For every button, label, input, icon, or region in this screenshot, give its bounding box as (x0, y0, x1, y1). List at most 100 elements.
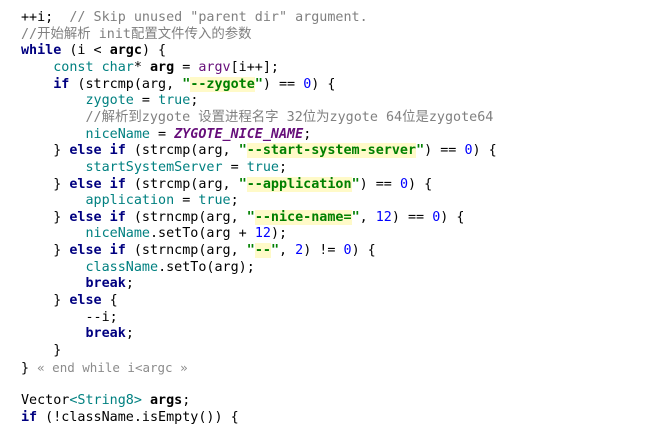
code-token (21, 326, 86, 341)
code-token: else (69, 293, 102, 309)
code-token: application (21, 193, 175, 209)
code-token: = (222, 159, 247, 175)
code-line[interactable]: //开始解析 init配置文件传入的参数 (21, 26, 252, 43)
code-token: .setTo(arg + (150, 226, 255, 242)
code-token: niceName (21, 126, 150, 142)
code-token: 0 (303, 76, 312, 92)
code-token: ); (270, 226, 288, 242)
code-line[interactable]: //解析到zygote 设置进程名字 32位为zygote 64位是zygote… (21, 109, 493, 126)
code-token: ) != (303, 243, 344, 259)
code-token: // Skip unused "parent dir" argument. (69, 10, 368, 25)
code-token: (strcmp(arg, (69, 76, 183, 92)
code-line[interactable]: zygote = true; (21, 92, 198, 109)
string-literal: "--" (246, 243, 279, 259)
code-token: ) { (311, 76, 336, 92)
code-token: break (85, 276, 126, 292)
code-token: if (53, 76, 70, 92)
code-token: else if (69, 176, 126, 192)
fold-hint: « end while i<argc » (37, 359, 188, 375)
code-line[interactable]: if (strcmp(arg, "--zygote") == 0) { (21, 76, 335, 93)
code-line[interactable]: ++i; // Skip unused "parent dir" argumen… (21, 9, 368, 26)
code-token: 12 (375, 209, 392, 225)
code-token: args (150, 392, 183, 408)
code-line[interactable]: } else if (strncmp(arg, "--", 2) != 0) { (21, 242, 376, 259)
code-token (142, 393, 150, 408)
code-line[interactable]: application = true; (21, 192, 239, 209)
code-token: } (21, 176, 70, 192)
code-line[interactable]: } else { (21, 292, 118, 309)
code-token (21, 77, 53, 92)
code-line[interactable]: } else if (strcmp(arg, "--start-system-s… (21, 142, 497, 159)
code-line[interactable]: if (!className.isEmpty()) { (21, 409, 239, 426)
code-line[interactable]: --i; (21, 309, 118, 326)
code-token: //解析到zygote 设置进程名字 32位为zygote 64位是zygote… (21, 109, 494, 125)
code-token: ) == (262, 76, 304, 92)
code-token: Vector (21, 392, 70, 408)
code-line[interactable]: } « end while i<argc » (21, 359, 188, 376)
code-token: ; (303, 126, 312, 142)
code-token: ; (230, 193, 239, 209)
code-token: ; (278, 159, 288, 175)
code-line[interactable]: niceName.setTo(arg + 12); (21, 225, 287, 242)
code-token: <String8> (69, 392, 142, 408)
code-token: 0 (343, 243, 352, 259)
code-line[interactable]: Vector<String8> args; (21, 392, 190, 409)
code-token: else if (69, 143, 126, 159)
code-token: niceName (21, 226, 150, 242)
code-token: 0 (399, 176, 408, 192)
code-line[interactable]: } else if (strcmp(arg, "--application") … (21, 176, 432, 193)
string-literal: "--start-system-server" (238, 143, 425, 159)
code-token: true (158, 93, 191, 109)
code-token: true (198, 193, 231, 209)
code-token: * (133, 59, 150, 75)
code-token: 2 (295, 243, 304, 259)
code-token: (strcmp(arg, (125, 176, 239, 192)
code-token: ; (125, 326, 134, 342)
code-line[interactable]: break; (21, 275, 134, 292)
code-token: } (21, 209, 70, 225)
code-token: [i++]; (230, 59, 279, 75)
code-token: argc (109, 43, 142, 59)
code-token: = (150, 126, 175, 142)
code-token: ZYGOTE_NICE_NAME (174, 126, 304, 142)
code-token: ; (182, 392, 191, 408)
string-literal: "--nice-name=" (246, 209, 360, 225)
string-literal: "--zygote" (182, 76, 263, 92)
code-token: while (21, 43, 62, 59)
code-line[interactable]: className.setTo(arg); (21, 259, 254, 276)
code-token: break (85, 326, 126, 342)
code-token: true (246, 159, 279, 175)
code-line[interactable]: } else if (strncmp(arg, "--nice-name=", … (21, 209, 464, 226)
code-token: else if (69, 243, 126, 259)
code-token: //开始解析 init配置文件传入的参数 (21, 26, 252, 42)
code-line[interactable]: break; (21, 325, 134, 342)
string-literal: "--application" (238, 176, 360, 192)
code-token: } (21, 243, 70, 259)
code-token: } (21, 360, 38, 376)
code-line[interactable]: niceName = ZYGOTE_NICE_NAME; (21, 126, 311, 143)
code-line[interactable]: startSystemServer = true; (21, 159, 287, 176)
code-token: , (279, 243, 296, 259)
code-token: argv (198, 59, 231, 75)
code-line[interactable]: while (i < argc) { (21, 42, 166, 59)
code-line[interactable]: const char* arg = argv[i++]; (21, 59, 279, 76)
code-token: = (133, 93, 159, 109)
code-token: } (21, 343, 62, 358)
code-token: 12 (254, 226, 271, 242)
code-token: 0 (432, 209, 441, 225)
code-token: ++i; (21, 10, 70, 25)
code-token: ) { (141, 43, 167, 59)
code-token: (!className.isEmpty()) { (37, 409, 239, 425)
code-token: --i; (21, 309, 118, 325)
code-line[interactable]: } (21, 342, 61, 359)
code-token: ) == (359, 176, 400, 192)
code-token: arg (150, 59, 175, 75)
code-token: ) { (440, 209, 465, 225)
code-token: } (21, 143, 70, 159)
code-token: (strncmp(arg, (125, 209, 247, 225)
code-token: ) == (391, 209, 433, 225)
code-token: 0 (464, 143, 473, 159)
code-token: ; (125, 276, 134, 292)
code-token: } (21, 293, 70, 309)
